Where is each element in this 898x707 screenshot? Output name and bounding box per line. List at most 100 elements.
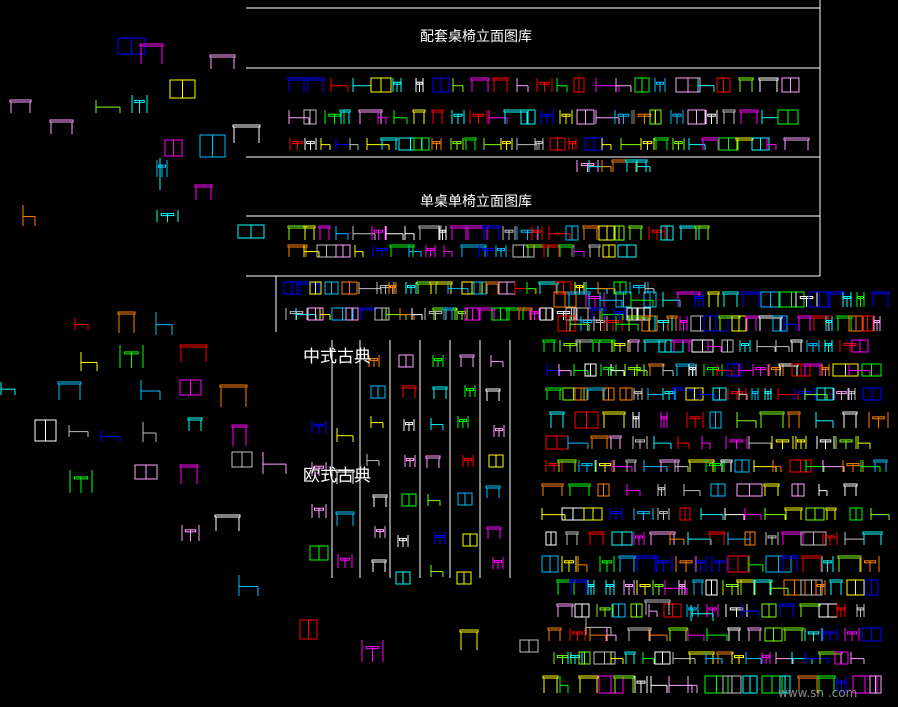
furniture-symbol xyxy=(299,619,318,640)
furniture-symbol xyxy=(366,454,380,466)
furniture-symbol xyxy=(492,557,504,569)
furniture-symbol xyxy=(516,138,538,150)
furniture-symbol xyxy=(747,627,762,641)
furniture-symbol xyxy=(214,514,241,531)
furniture-symbol xyxy=(687,532,712,545)
furniture-symbol xyxy=(469,110,488,124)
furniture-symbol xyxy=(434,532,446,544)
furniture-symbol xyxy=(707,340,722,352)
furniture-symbol xyxy=(541,555,559,573)
furniture-symbol xyxy=(620,138,642,150)
furniture-symbol xyxy=(311,462,327,476)
furniture-symbol xyxy=(672,339,691,352)
furniture-symbol xyxy=(389,244,415,257)
furniture-symbol xyxy=(679,507,691,521)
furniture-symbol xyxy=(816,387,834,401)
furniture-symbol xyxy=(552,308,575,320)
furniture-symbol xyxy=(289,138,306,150)
furniture-symbol xyxy=(443,245,453,257)
furniture-symbol xyxy=(605,580,615,595)
furniture-symbol xyxy=(649,109,662,125)
drawing-title-single-pieces: 单桌单椅立面图库 xyxy=(420,194,532,210)
furniture-symbol xyxy=(727,388,747,400)
furniture-symbol xyxy=(567,652,583,664)
furniture-symbol xyxy=(288,110,310,124)
furniture-symbol xyxy=(452,78,464,92)
furniture-symbol xyxy=(613,675,635,693)
furniture-symbol xyxy=(385,226,404,240)
furniture-symbol xyxy=(844,628,860,641)
furniture-symbol xyxy=(69,470,93,493)
furniture-symbol xyxy=(307,307,324,321)
furniture-symbol xyxy=(586,387,606,400)
furniture-symbol xyxy=(821,556,834,572)
furniture-symbol xyxy=(341,281,358,295)
furniture-symbol xyxy=(606,628,617,641)
furniture-symbol xyxy=(359,307,377,320)
furniture-symbol xyxy=(650,676,668,693)
furniture-symbol xyxy=(459,354,475,367)
furniture-symbol xyxy=(752,364,769,376)
furniture-symbol xyxy=(597,483,610,497)
furniture-symbol xyxy=(850,652,865,664)
furniture-symbol xyxy=(778,291,805,308)
furniture-symbol xyxy=(610,364,625,376)
furniture-symbol xyxy=(335,244,351,258)
furniture-symbol xyxy=(772,460,782,472)
furniture-symbol xyxy=(842,411,858,428)
furniture-symbol xyxy=(482,225,501,240)
furniture-symbol xyxy=(562,387,585,401)
furniture-symbol xyxy=(335,138,351,150)
furniture-symbol xyxy=(734,459,750,473)
furniture-symbol xyxy=(763,483,780,496)
furniture-symbol xyxy=(848,364,871,376)
furniture-symbol xyxy=(674,460,689,472)
furniture-symbol xyxy=(609,435,622,449)
furniture-symbol xyxy=(134,464,158,480)
furniture-symbol xyxy=(512,244,535,258)
furniture-symbol xyxy=(797,315,812,331)
furniture-symbol xyxy=(349,138,359,150)
furniture-symbol xyxy=(659,459,680,472)
furniture-symbol xyxy=(852,675,878,694)
furniture-symbol xyxy=(432,77,450,93)
furniture-symbol xyxy=(295,281,321,294)
furniture-symbol xyxy=(398,354,414,368)
furniture-symbol xyxy=(818,651,843,664)
furniture-symbol xyxy=(731,315,747,332)
furniture-symbol xyxy=(568,138,577,150)
furniture-symbol xyxy=(590,435,609,449)
furniture-symbol xyxy=(836,676,847,693)
furniture-symbol xyxy=(429,281,453,294)
furniture-symbol xyxy=(833,388,850,400)
furniture-symbol xyxy=(756,340,776,352)
furniture-symbol xyxy=(556,78,568,92)
furniture-symbol xyxy=(662,388,676,400)
furniture-symbol xyxy=(860,556,880,572)
furniture-symbol xyxy=(686,604,699,617)
furniture-symbol xyxy=(753,460,777,472)
furniture-symbol xyxy=(795,292,818,307)
furniture-symbol xyxy=(318,225,331,240)
furniture-symbol xyxy=(627,627,652,641)
furniture-symbol xyxy=(800,579,823,596)
furniture-symbol xyxy=(769,580,789,595)
furniture-symbol xyxy=(371,559,387,572)
furniture-symbol xyxy=(430,565,444,577)
furniture-symbol xyxy=(825,507,837,520)
furniture-symbol xyxy=(705,110,718,124)
furniture-symbol xyxy=(739,109,759,124)
furniture-symbol xyxy=(771,436,794,449)
furniture-symbol xyxy=(370,385,386,399)
furniture-symbol xyxy=(741,291,761,307)
furniture-symbol xyxy=(760,291,781,308)
furniture-symbol xyxy=(306,77,325,92)
furniture-symbol xyxy=(438,226,447,240)
furniture-symbol xyxy=(311,420,327,434)
furniture-symbol xyxy=(573,245,585,257)
furniture-symbol xyxy=(672,652,696,664)
furniture-symbol xyxy=(842,460,864,472)
furniture-symbol xyxy=(546,364,561,376)
furniture-symbol xyxy=(716,651,734,664)
